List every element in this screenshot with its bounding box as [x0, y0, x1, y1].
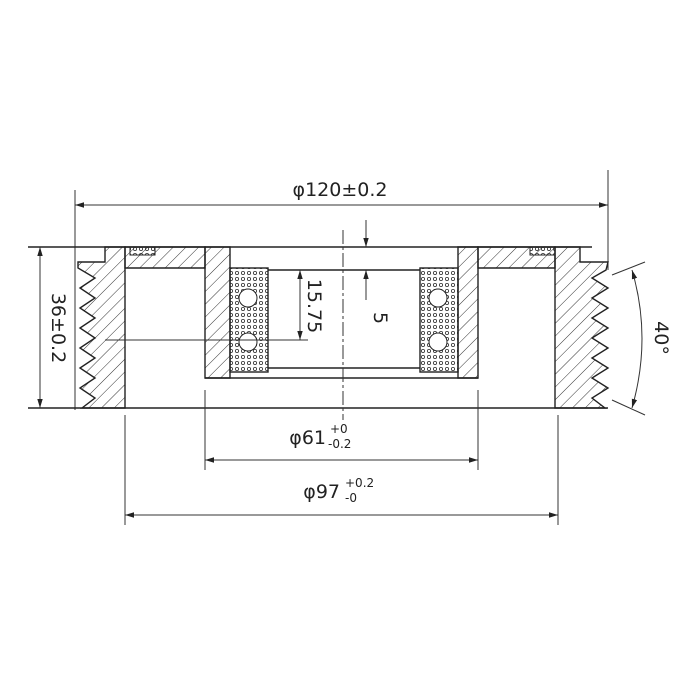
bore-diameter-dimension: φ61 +0 -0.2 — [205, 422, 478, 463]
groove-diameter-dimension: φ97 +0.2 -0 — [125, 476, 558, 518]
groove-angle-label: 40° — [650, 321, 672, 355]
outer-diameter-label: φ120±0.2 — [293, 179, 388, 201]
top-step-label: 5 — [369, 312, 391, 324]
pulley-section — [28, 230, 610, 525]
height-dimension: 36±0.2 — [37, 247, 69, 408]
height-label: 36±0.2 — [47, 293, 69, 363]
groove-upper-tolerance: +0.2 — [345, 476, 374, 490]
bearing-offset-dimension: 15.75 — [297, 270, 325, 340]
groove-diameter-label: φ97 — [303, 481, 340, 503]
bore-lower-tolerance: -0.2 — [328, 437, 351, 451]
bore-upper-tolerance: +0 — [330, 422, 348, 436]
top-step-dimension: 5 — [363, 220, 391, 324]
bearing-offset-label: 15.75 — [303, 279, 325, 333]
groove-lower-tolerance: -0 — [345, 491, 357, 505]
bore-diameter-label: φ61 — [289, 427, 326, 449]
groove-angle-dimension: 40° — [611, 261, 672, 416]
outer-diameter-dimension: φ120±0.2 — [74, 170, 609, 410]
